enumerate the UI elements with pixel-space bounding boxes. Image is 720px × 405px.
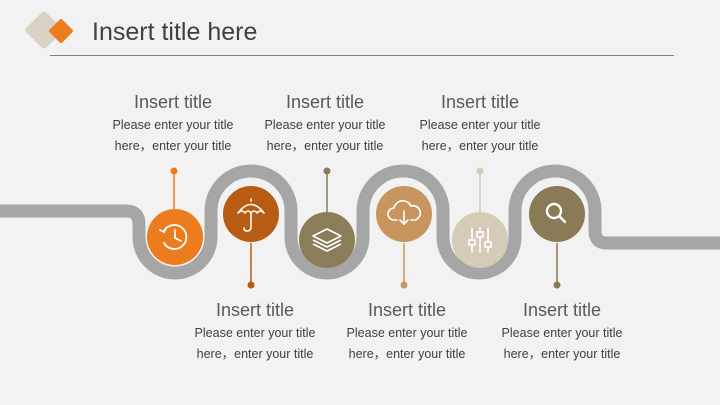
slide-title: Insert title here — [92, 18, 258, 46]
search-icon — [545, 202, 567, 224]
step-desc-line2: here，enter your title — [266, 139, 384, 153]
umbrella-icon — [237, 198, 265, 232]
step-4-text: Insert title Please enter your title her… — [332, 299, 482, 365]
step-2-text: Insert title Please enter your title her… — [180, 299, 330, 365]
step-6-circle — [529, 186, 585, 242]
step-desc-line1: Please enter your title — [194, 326, 316, 340]
step-1-circle — [147, 209, 203, 265]
step-4-circle — [376, 186, 432, 242]
step-5-text: Insert title Please enter your title her… — [405, 91, 555, 157]
step-desc-line1: Please enter your title — [346, 326, 468, 340]
step-desc-line2: here，enter your title — [503, 347, 621, 361]
step-desc-line2: here，enter your title — [196, 347, 314, 361]
step-desc-line1: Please enter your title — [264, 118, 386, 132]
step-3-circle — [299, 212, 355, 268]
title-divider — [50, 55, 674, 56]
step-title: Insert title — [522, 300, 602, 320]
step-desc-line1: Please enter your title — [112, 118, 234, 132]
step-title: Insert title — [440, 92, 520, 112]
step-desc-line1: Please enter your title — [419, 118, 541, 132]
layers-icon — [312, 228, 342, 252]
logo-diamonds-icon — [25, 11, 73, 49]
equalizer-icon — [468, 227, 492, 253]
cloud-download-icon — [387, 200, 422, 225]
step-desc-line2: here，enter your title — [421, 139, 539, 153]
step-title: Insert title — [133, 92, 213, 112]
history-icon — [159, 224, 188, 250]
step-5-circle — [452, 212, 508, 268]
step-desc-line1: Please enter your title — [501, 326, 623, 340]
step-2-circle — [223, 186, 279, 242]
step-title: Insert title — [367, 300, 447, 320]
step-title: Insert title — [215, 300, 295, 320]
step-title: Insert title — [285, 92, 365, 112]
step-3-text: Insert title Please enter your title her… — [250, 91, 400, 157]
step-6-text: Insert title Please enter your title her… — [487, 299, 637, 365]
step-desc-line2: here，enter your title — [114, 139, 232, 153]
step-desc-line2: here，enter your title — [348, 347, 466, 361]
step-1-text: Insert title Please enter your title her… — [98, 91, 248, 157]
